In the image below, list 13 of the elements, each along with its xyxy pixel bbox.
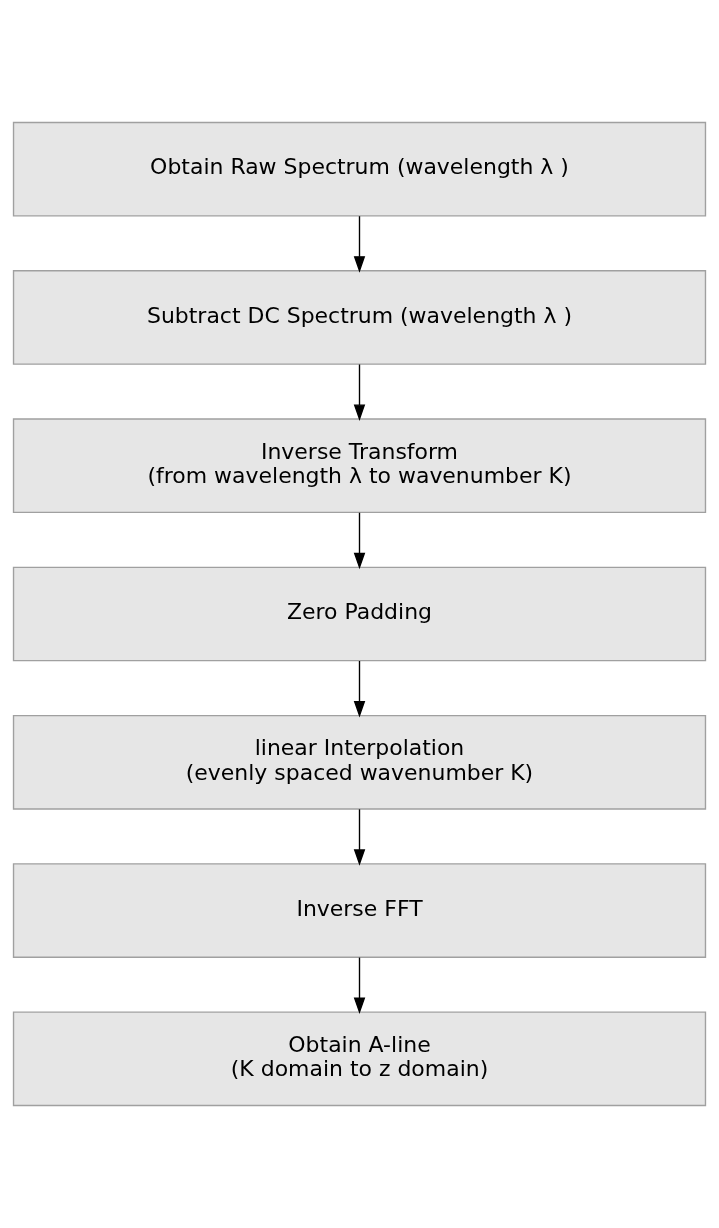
arrow [353, 660, 366, 718]
node-box: Inverse Transform (from wavelength λ to wavenumber K) [12, 418, 707, 514]
arrow [353, 808, 366, 866]
node-box: Inverse FFT [12, 863, 707, 958]
node-box: Subtract DC Spectrum (wavelength λ ) [12, 270, 707, 365]
node-box: Obtain Raw Spectrum (wavelength λ ) [12, 121, 707, 217]
arrow [353, 363, 366, 421]
arrow [353, 215, 366, 273]
node-box: Zero Padding [12, 566, 707, 662]
node-box: linear Interpolation (evenly spaced wavenumber K) [12, 714, 707, 810]
node-box: Obtain A-line (K domain to z domain) [12, 1011, 707, 1107]
arrow [353, 956, 366, 1015]
arrow [353, 512, 366, 570]
